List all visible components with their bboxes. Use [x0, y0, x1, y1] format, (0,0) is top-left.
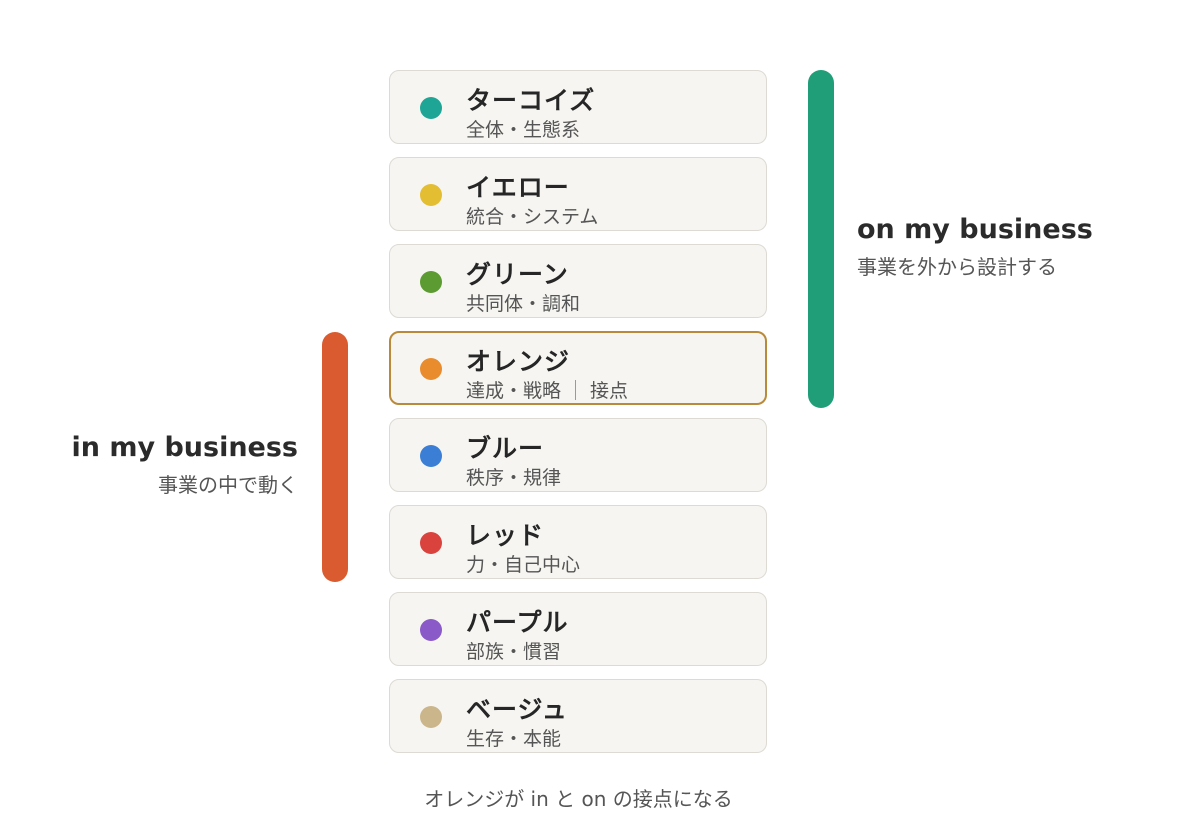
on-business-subtitle: 事業を外から設計する — [857, 255, 1057, 279]
subtitle-divider — [575, 380, 577, 400]
level-card-beige: ベージュ 生存・本能 — [389, 679, 767, 753]
level-card-purple: パープル 部族・慣習 — [389, 592, 767, 666]
level-subtitle: 力・自己中心 — [466, 554, 581, 576]
level-card-blue: ブルー 秩序・規律 — [389, 418, 767, 492]
in-business-bracket — [322, 332, 348, 582]
level-subtitle-main: 達成・戦略 — [466, 380, 562, 402]
level-title: ベージュ — [466, 695, 568, 724]
level-subtitle: 全体・生態系 — [466, 119, 581, 141]
level-title: パープル — [466, 608, 569, 637]
level-card-red: レッド 力・自己中心 — [389, 505, 767, 579]
in-business-title: in my business — [71, 432, 298, 463]
purple-dot-icon — [420, 619, 442, 641]
level-card-yellow: イエロー 統合・システム — [389, 157, 767, 231]
level-subtitle: 秩序・規律 — [466, 467, 562, 489]
yellow-dot-icon — [420, 184, 442, 206]
level-subtitle: 部族・慣習 — [466, 641, 562, 663]
level-card-orange: オレンジ 達成・戦略 接点 — [389, 331, 767, 405]
in-business-subtitle: 事業の中で動く — [158, 473, 298, 497]
on-business-title: on my business — [857, 214, 1093, 245]
in-business-label: in my business 事業の中で動く — [71, 432, 298, 498]
level-card-green: グリーン 共同体・調和 — [389, 244, 767, 318]
beige-dot-icon — [420, 706, 442, 728]
level-card-turquoise: ターコイズ 全体・生態系 — [389, 70, 767, 144]
level-title: ブルー — [466, 434, 545, 463]
level-title: レッド — [466, 521, 545, 550]
on-business-label: on my business 事業を外から設計する — [857, 214, 1093, 280]
red-dot-icon — [420, 532, 442, 554]
on-business-bracket — [808, 70, 834, 408]
level-subtitle: 共同体・調和 — [466, 293, 581, 315]
level-title: グリーン — [466, 260, 569, 289]
level-title: イエロー — [466, 173, 570, 202]
level-title: オレンジ — [466, 347, 571, 376]
level-subtitle: 生存・本能 — [466, 728, 562, 750]
orange-dot-icon — [420, 358, 442, 380]
diagram-caption: オレンジが in と on の接点になる — [424, 787, 733, 811]
level-subtitle: 統合・システム — [466, 206, 599, 228]
blue-dot-icon — [420, 445, 442, 467]
level-subtitle-extra: 接点 — [590, 380, 629, 402]
level-subtitle: 達成・戦略 接点 — [466, 376, 628, 403]
level-title: ターコイズ — [466, 86, 596, 115]
green-dot-icon — [420, 271, 442, 293]
turquoise-dot-icon — [420, 97, 442, 119]
